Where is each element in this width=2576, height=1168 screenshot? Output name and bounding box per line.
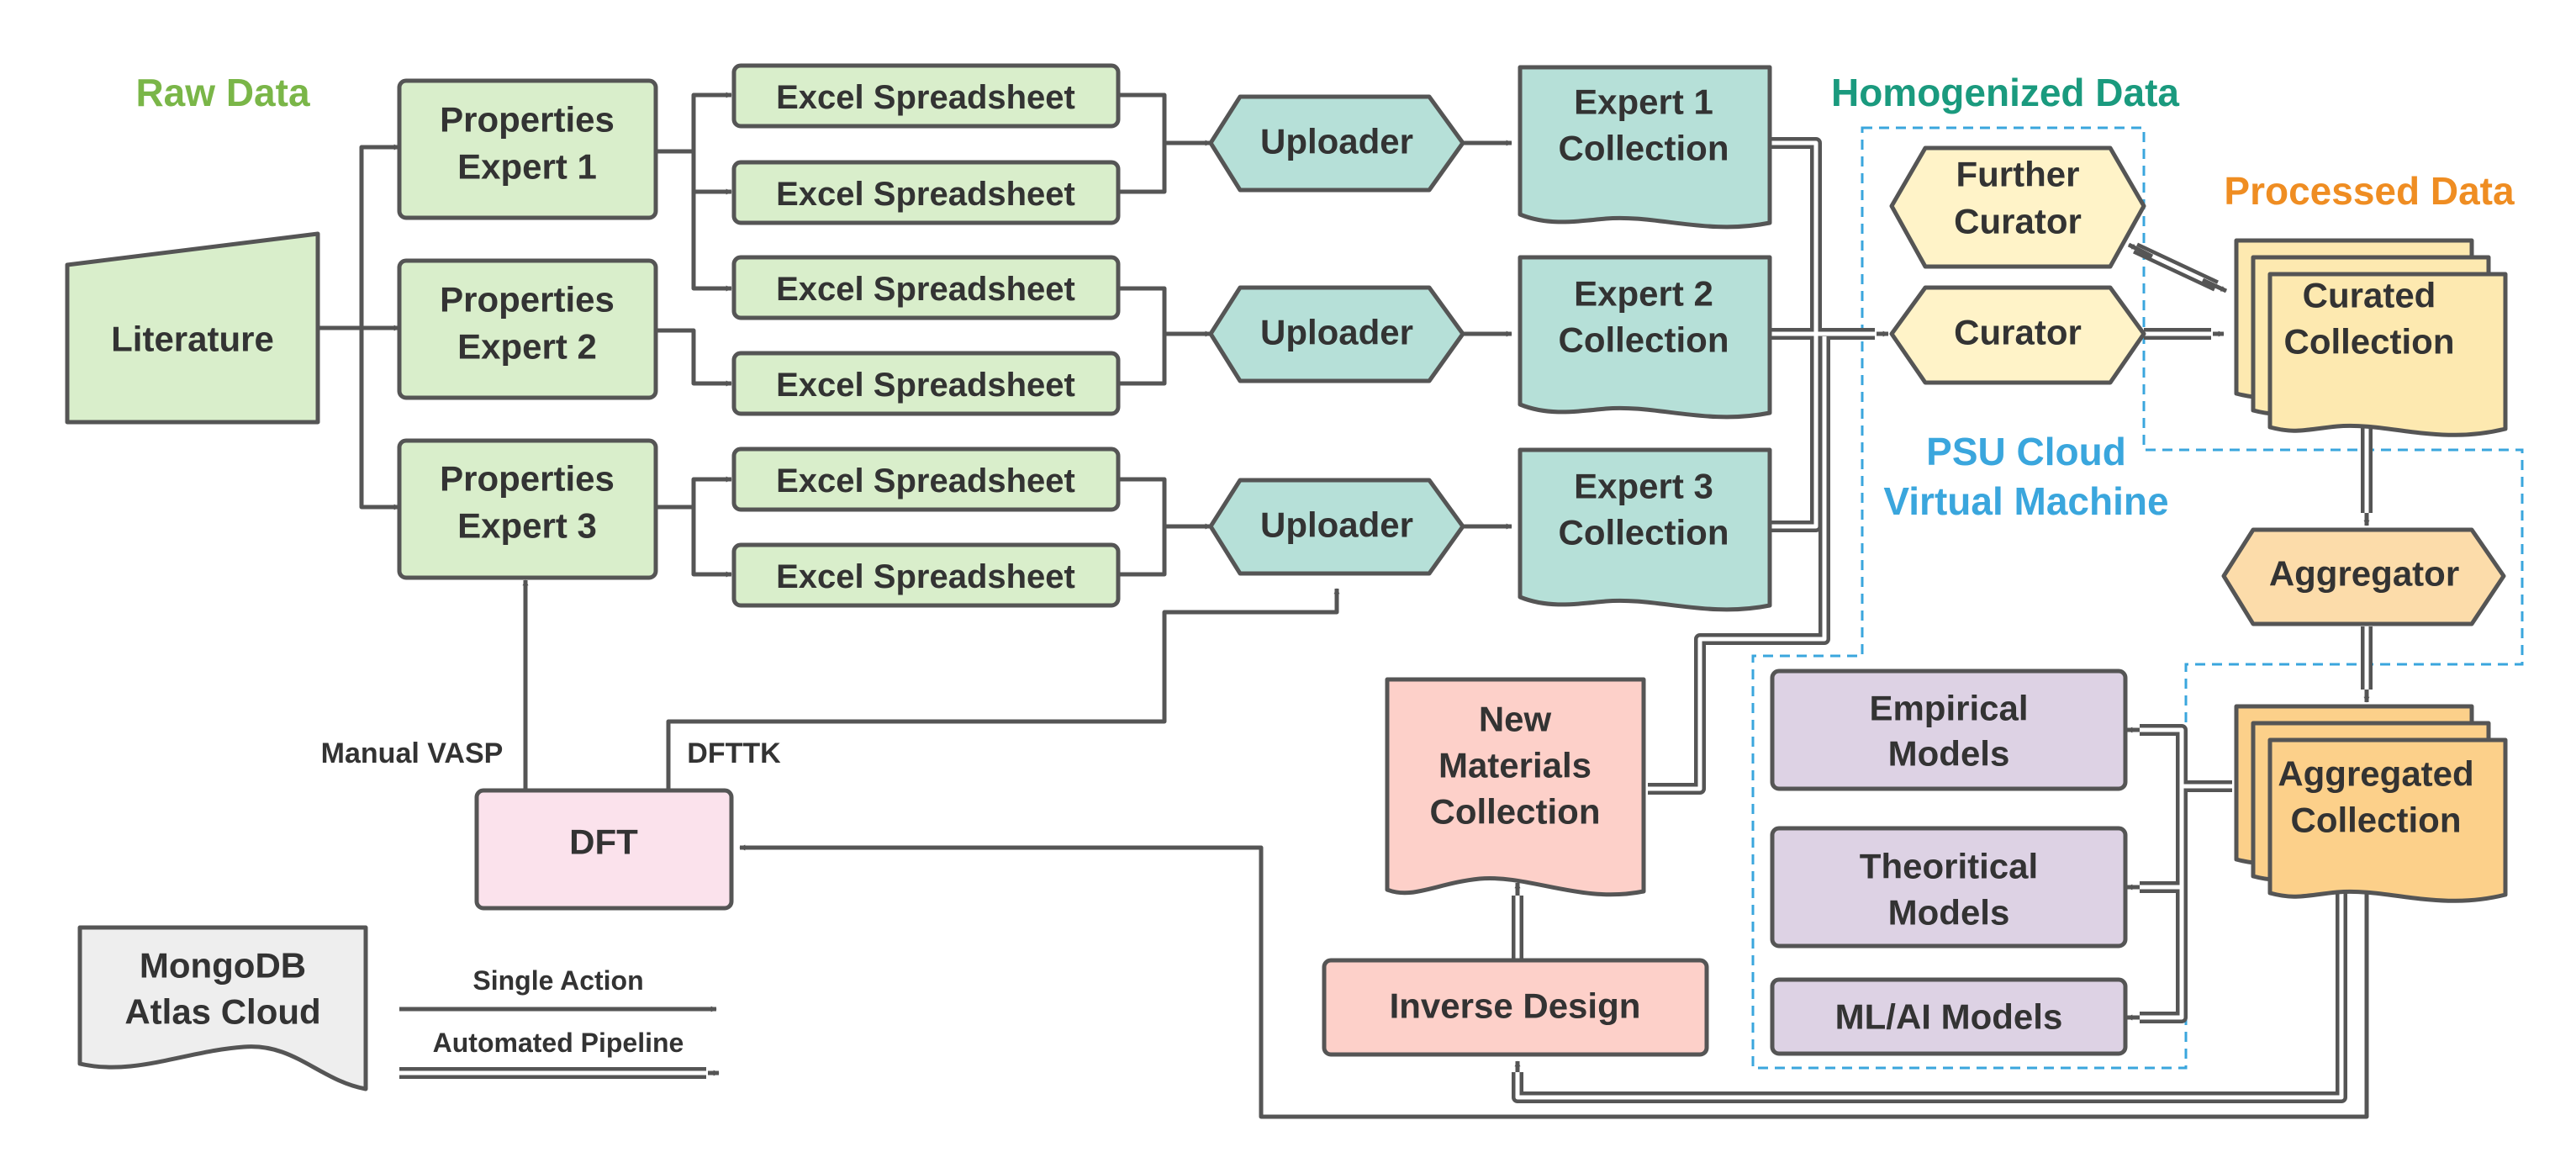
- excel-spreadsheet-6: [731, 542, 1121, 608]
- expert-1-collection-line2: Collection: [1558, 129, 1729, 168]
- dft-node: [474, 788, 734, 911]
- excel-spreadsheet-2-label: Excel Spreadsheet: [776, 176, 1075, 213]
- expert-3-collection-line2: Collection: [1558, 513, 1729, 552]
- excel-spreadsheet-1-label: Excel Spreadsheet: [776, 79, 1075, 116]
- empirical-models-line2: Models: [1888, 734, 2010, 774]
- ml-ai-models-node: [1770, 977, 2128, 1056]
- aggregated-collection-line1: Aggregated: [2278, 754, 2473, 794]
- uploader-2: [1208, 285, 1465, 383]
- aggregator-label: Aggregator: [2269, 554, 2459, 594]
- new-materials-line2: Materials: [1438, 746, 1592, 785]
- inverse-design-label: Inverse Design: [1390, 986, 1641, 1026]
- properties-expert-1-node: [397, 78, 658, 220]
- excel-spreadsheet-4-label: Excel Spreadsheet: [776, 367, 1075, 404]
- mongodb-node: [77, 925, 368, 1091]
- excel-spreadsheet-5-label: Excel Spreadsheet: [776, 462, 1075, 499]
- new-materials-collection-node: [1385, 677, 1646, 897]
- excel-spreadsheet-5: [731, 447, 1121, 512]
- properties-expert-2-line1: Properties: [440, 280, 615, 320]
- properties-expert-2-node: [397, 258, 658, 400]
- curator-node: [1889, 285, 2146, 385]
- uploader-3: [1208, 478, 1465, 576]
- inverse-design-node: [1322, 958, 1709, 1057]
- expert-1-collection-line1: Expert 1: [1574, 82, 1713, 122]
- empirical-models-line1: Empirical: [1869, 689, 2028, 728]
- curated-collection-node: [2234, 238, 2508, 437]
- further-curator-line2: Curator: [1954, 202, 2082, 241]
- manual-vasp-label: Manual VASP: [321, 737, 504, 769]
- homogenized-region: [1751, 126, 2524, 1070]
- psu-cloud-line2: Virtual Machine: [1883, 479, 2168, 523]
- uploader-3-label: Uploader: [1260, 505, 1413, 545]
- curator-label: Curator: [1954, 313, 2082, 352]
- excel-spreadsheet-6-label: Excel Spreadsheet: [776, 558, 1075, 595]
- expert-3-collection-line1: Expert 3: [1574, 467, 1713, 506]
- new-materials-line3: Collection: [1429, 792, 1600, 832]
- excel-spreadsheet-3-label: Excel Spreadsheet: [776, 271, 1075, 308]
- uploader-1: [1208, 94, 1465, 193]
- curated-collection-line1: Curated: [2303, 276, 2436, 315]
- uploader-2-label: Uploader: [1260, 313, 1413, 352]
- properties-expert-1-line1: Properties: [440, 100, 615, 140]
- properties-expert-1-line2: Expert 1: [457, 147, 597, 187]
- properties-expert-3-line1: Properties: [440, 459, 615, 499]
- excel-spreadsheet-1: [731, 63, 1121, 129]
- expert-3-collection: [1518, 447, 1772, 612]
- theoretical-models-node: [1770, 826, 2128, 949]
- pipeline-arrows: [399, 137, 2373, 1103]
- excel-spreadsheet-3: [731, 255, 1121, 320]
- aggregated-collection-node: [2234, 704, 2508, 903]
- expert-2-collection-line1: Expert 2: [1574, 274, 1713, 314]
- further-curator-line1: Further: [1956, 155, 2080, 194]
- processed-data-title: Processed Data: [2224, 169, 2515, 213]
- raw-data-title: Raw Data: [135, 71, 309, 114]
- properties-expert-3-node: [397, 438, 658, 580]
- theoretical-models-line2: Models: [1888, 893, 2010, 933]
- expert-2-collection-line2: Collection: [1558, 320, 1729, 360]
- excel-spreadsheet-4: [731, 351, 1121, 416]
- literature-label: Literature: [111, 320, 274, 359]
- theoretical-models-line1: Theoritical: [1860, 847, 2038, 886]
- dft-label: DFT: [569, 822, 638, 862]
- mongodb-line1: MongoDB: [140, 946, 306, 986]
- literature-node: [65, 231, 320, 425]
- further-curator-node: [1889, 145, 2146, 269]
- uploader-1-label: Uploader: [1260, 122, 1413, 161]
- dfttk-label: DFTTK: [687, 737, 781, 769]
- new-materials-line1: New: [1479, 700, 1552, 739]
- legend-automated-pipeline-label: Automated Pipeline: [433, 1028, 684, 1058]
- homogenized-data-title: Homogenized Data: [1831, 71, 2179, 114]
- expert-1-collection: [1518, 65, 1772, 230]
- properties-expert-2-line2: Expert 2: [457, 327, 597, 367]
- excel-spreadsheet-2: [731, 160, 1121, 225]
- ml-ai-models-label: ML/AI Models: [1835, 997, 2063, 1037]
- curated-collection-line2: Collection: [2283, 322, 2454, 362]
- expert-2-collection: [1518, 255, 1772, 420]
- aggregator-node: [2221, 527, 2506, 626]
- aggregated-collection-line2: Collection: [2290, 801, 2461, 840]
- empirical-models-node: [1770, 669, 2128, 791]
- legend-single-action-label: Single Action: [472, 965, 643, 996]
- properties-expert-3-line2: Expert 3: [457, 506, 597, 546]
- psu-cloud-line1: PSU Cloud: [1926, 430, 2126, 473]
- single-arrows: [319, 92, 2369, 1119]
- mongodb-line2: Atlas Cloud: [124, 992, 320, 1032]
